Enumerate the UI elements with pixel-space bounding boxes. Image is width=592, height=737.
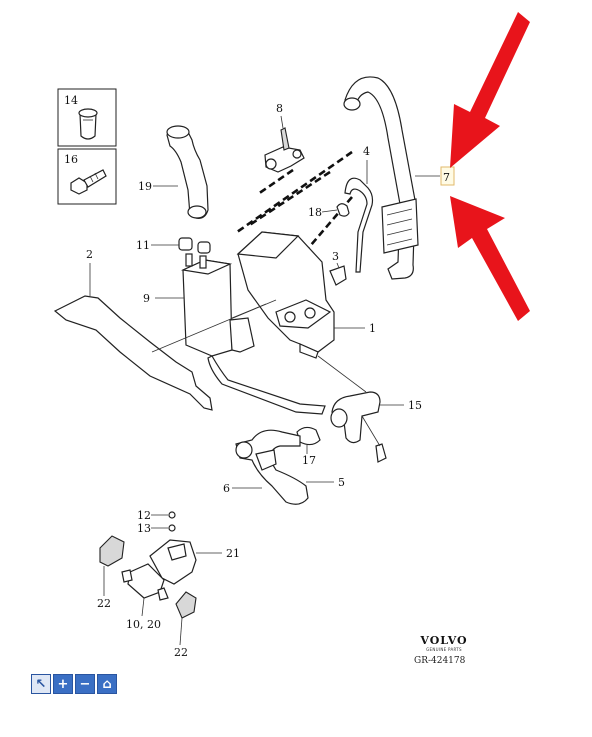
- callout-22-right: 22: [174, 646, 188, 659]
- bracket-part-3: [329, 265, 347, 286]
- callout-11: 11: [136, 239, 150, 252]
- dashed-connector-a: [236, 150, 353, 234]
- bracket-part-21: [149, 539, 197, 585]
- callout-19: 19: [138, 180, 152, 193]
- callout-2: 2: [86, 248, 93, 261]
- connector-part-15: [330, 391, 387, 463]
- home-icon: ⌂: [102, 676, 112, 692]
- sensor-part-8: [264, 127, 305, 173]
- dashed-connector-b: [247, 170, 331, 228]
- hose-part-4: [344, 177, 374, 273]
- clip-nut-part: [78, 108, 98, 140]
- filter-part-9: [180, 253, 326, 415]
- callout-4: 4: [363, 145, 370, 158]
- inset-box-16[interactable]: 16: [57, 148, 117, 205]
- plus-icon: +: [57, 676, 69, 692]
- mount-part-22-left: [99, 535, 125, 567]
- home-button[interactable]: ⌂: [97, 674, 117, 694]
- tube-part-19: [166, 125, 209, 219]
- callout-21: 21: [226, 547, 240, 560]
- screw-part-12: [168, 511, 176, 519]
- volvo-logo: VOLVO GENUINE PARTS: [404, 634, 484, 652]
- hose-part-5-6: [235, 429, 309, 505]
- callout-22-left: 22: [97, 597, 111, 610]
- red-arrow-top: [450, 12, 530, 168]
- clamp-part-17: [296, 426, 321, 446]
- brand-subtitle: GENUINE PARTS: [426, 647, 462, 652]
- pointer-tool-button[interactable]: ↖: [31, 674, 51, 694]
- pump-part-10-20: [121, 563, 169, 601]
- callout-15: 15: [408, 399, 422, 412]
- minus-icon: −: [79, 676, 91, 692]
- canister-part-1: [236, 231, 335, 359]
- callout-17: 17: [302, 454, 316, 467]
- callout-8: 8: [276, 102, 283, 115]
- callout-9: 9: [143, 292, 150, 305]
- callout-10-20: 10, 20: [126, 618, 161, 631]
- callout-5: 5: [338, 476, 345, 489]
- clamp-part-18: [336, 203, 350, 217]
- zoom-in-button[interactable]: +: [53, 674, 73, 694]
- callout-12: 12: [137, 509, 151, 522]
- reference-code: GR-424178: [414, 656, 466, 666]
- pipe-part-7: [343, 76, 419, 280]
- inset-box-14[interactable]: 14: [57, 88, 117, 147]
- callout-18: 18: [308, 206, 322, 219]
- bolt-part: [70, 169, 107, 195]
- callout-7: 7: [443, 171, 450, 184]
- red-arrow-bottom: [450, 196, 530, 321]
- dashed-connector-c: [257, 168, 294, 196]
- diagram-toolbar: ↖ + − ⌂: [31, 674, 117, 694]
- callout-16: 16: [64, 153, 78, 166]
- brand-name: VOLVO: [420, 634, 468, 647]
- zoom-out-button[interactable]: −: [75, 674, 95, 694]
- pointer-icon: ↖: [35, 676, 47, 692]
- callout-7-highlight[interactable]: 7: [440, 166, 455, 186]
- washer-part-13: [168, 524, 176, 532]
- grommet-part-11: [178, 237, 211, 254]
- bracket-part-2: [53, 295, 213, 411]
- callout-3: 3: [332, 250, 339, 263]
- callout-13: 13: [137, 522, 151, 535]
- callout-1: 1: [369, 322, 376, 335]
- callout-6: 6: [223, 482, 230, 495]
- callout-14: 14: [64, 94, 78, 107]
- mount-part-22-right: [175, 591, 197, 619]
